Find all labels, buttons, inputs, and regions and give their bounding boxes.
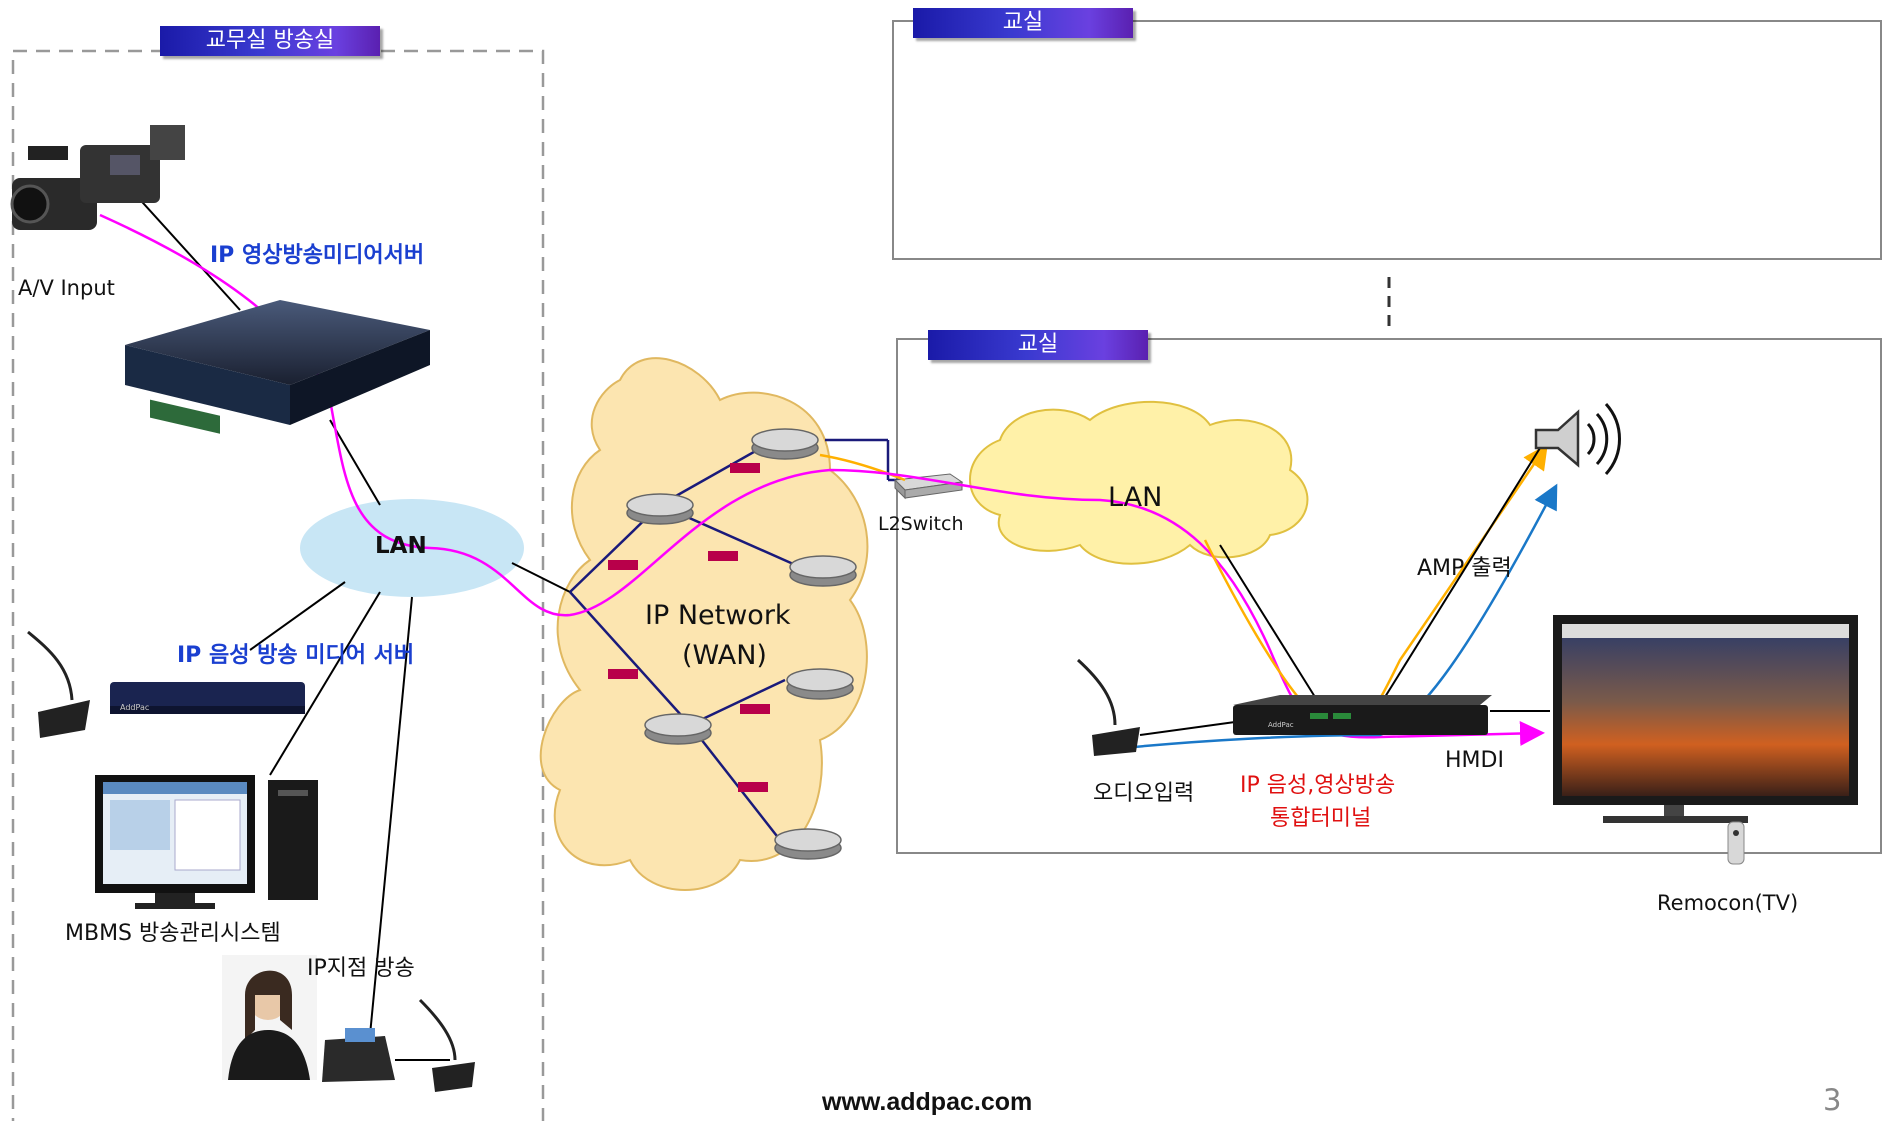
gooseneck-mic-left [27,630,90,738]
tv-remote [1727,821,1745,865]
l2switch-device [893,473,964,500]
wan-label-line2: (WAN) [682,640,767,671]
classroom-bottom-box [896,338,1882,854]
routers [626,428,857,860]
page-number: 3 [1823,1083,1842,1117]
speaker-icon [1534,402,1621,476]
audio-server-label-prefix: IP [177,643,202,668]
integrated-terminal-label-line1: IP 음성,영상방송 [1240,773,1396,798]
ip-phone-device [322,1028,395,1082]
audio-server-brand: AddPac [120,703,150,712]
hmdi-label: HMDI [1445,748,1504,773]
classroom-top-box [892,20,1882,260]
remocon-label: Remocon(TV) [1657,891,1799,915]
wan-cloud [539,357,869,891]
video-media-server-device [125,300,430,434]
mbms-pc [95,775,318,909]
audio-input-label: 오디오입력 [1093,781,1195,806]
amp-output-label: AMP 출력 [1417,556,1512,581]
av-input-label: A/V Input [18,276,115,300]
video-server-label-text: 영상방송미디어서버 [234,243,425,268]
audio-server-label: IP 음성 방송 미디어 서버 [177,645,414,667]
audio-server-label-text: 음성 방송 미디어 서버 [201,643,415,668]
video-server-label-prefix: IP [210,243,235,268]
lan-ellipse-left [300,499,524,597]
gooseneck-mic-phone [418,998,475,1092]
header-office-broadcast-room: 교무실 방송실 [160,26,380,56]
camcorder-device [10,125,185,230]
header-classroom-bottom: 교실 [928,330,1148,360]
integrated-terminal-device [1233,695,1492,735]
tv-monitor [1553,615,1858,823]
lan-right-label: LAN [1108,482,1163,513]
footer-url: www.addpac.com [822,1088,1033,1116]
header-classroom-top: 교실 [913,8,1133,38]
operator-person [222,955,317,1080]
terminal-brand: AddPac [1268,721,1294,729]
lan-left-label: LAN [375,533,427,559]
mbms-label: MBMS 방송관리시스템 [65,921,281,946]
wan-label-line1: IP Network [645,600,791,631]
video-server-label: IP 영상방송미디어서버 [210,245,424,267]
gooseneck-mic-right [1076,658,1140,756]
integrated-terminal-label-line2: 통합터미널 [1270,806,1372,831]
l2switch-label: L2Switch [878,513,964,535]
audio-media-server-device [110,682,305,714]
lan-cloud-right [969,400,1309,565]
ip-branch-broadcast-label: IP지점 방송 [307,956,415,981]
